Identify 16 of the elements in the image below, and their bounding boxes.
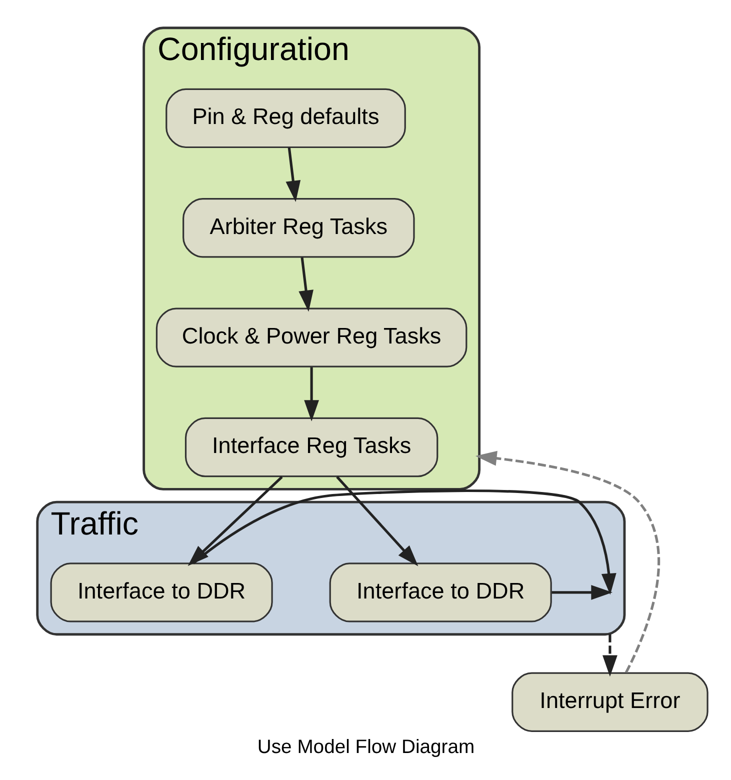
node-box: Interface to DDR bbox=[328, 562, 552, 622]
arrow bbox=[192, 490, 616, 595]
node-box: Clock & Power Reg Tasks bbox=[155, 308, 467, 368]
arrow bbox=[602, 634, 617, 677]
arrow bbox=[304, 367, 319, 422]
arrow bbox=[285, 148, 300, 202]
caption: Use Model Flow Diagram bbox=[256, 736, 474, 758]
node-box: Pin & Reg defaults bbox=[165, 88, 406, 148]
arrow bbox=[474, 450, 660, 674]
arrow bbox=[298, 257, 313, 312]
node-box: Arbiter Reg Tasks bbox=[182, 198, 414, 258]
node-box: Interface Reg Tasks bbox=[184, 417, 438, 478]
node-box: Interrupt Error bbox=[511, 672, 708, 732]
node-box: Interface to DDR bbox=[50, 562, 272, 622]
arrow bbox=[551, 584, 612, 600]
arrow bbox=[336, 476, 418, 566]
